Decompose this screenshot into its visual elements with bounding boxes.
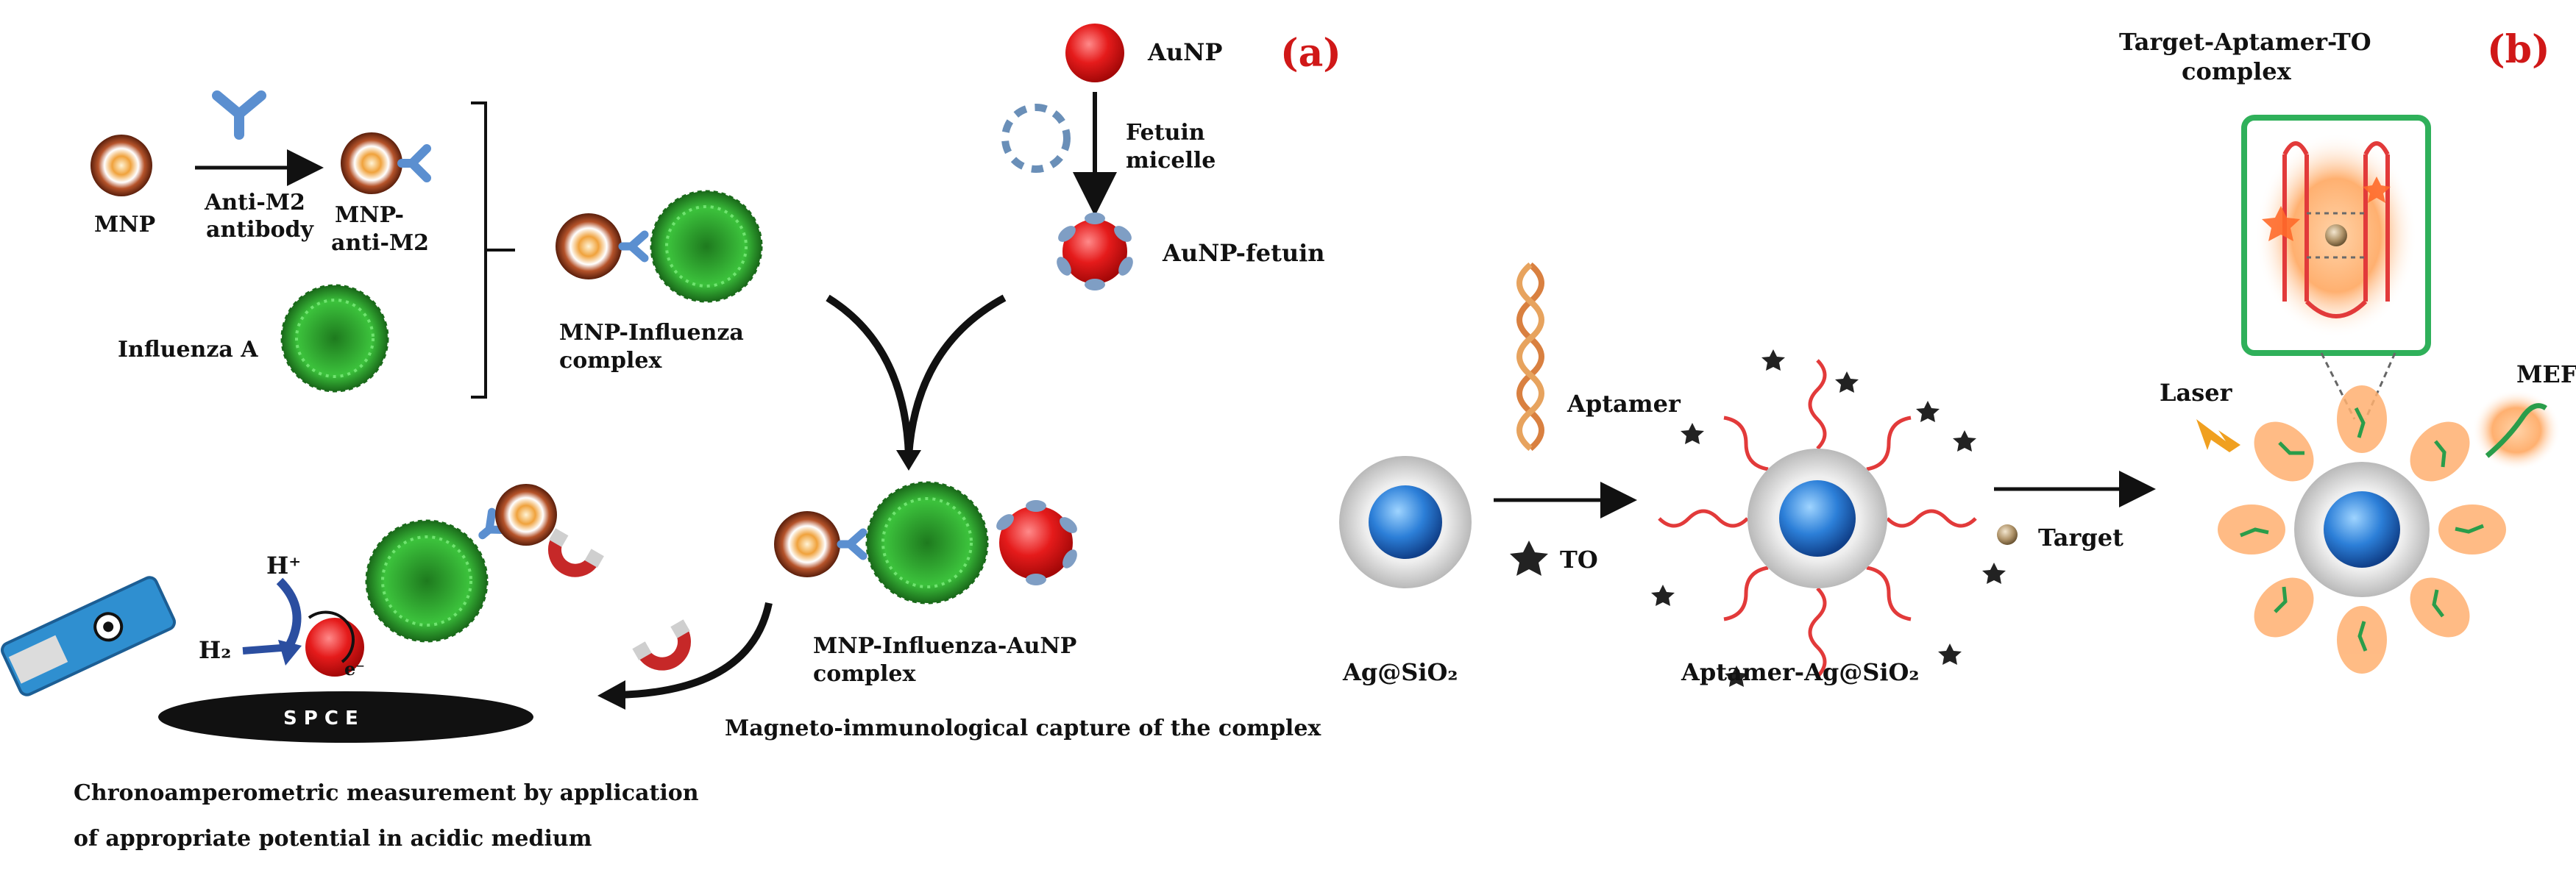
capture-arrow xyxy=(617,602,773,699)
anti-m2-label-1: Anti-M2 xyxy=(204,190,305,215)
mnp-anti-label-1: MNP- xyxy=(335,202,404,228)
ag-sio2-core-icon xyxy=(1369,485,1442,559)
triple-virus-icon xyxy=(865,481,989,605)
electrode-device-icon xyxy=(1,576,176,696)
electron-label: e⁻ xyxy=(344,658,365,680)
influenza-label: Influenza A xyxy=(118,337,258,363)
combine-arrow-right xyxy=(905,294,1007,457)
aptamer-ag-sio2-icon xyxy=(1651,349,2006,687)
aunp-label: AuNP xyxy=(1147,38,1222,66)
triple-label-1: MNP-Influenza-AuNP xyxy=(813,633,1076,659)
chrono-label-2: of appropriate potential in acidic mediu… xyxy=(74,826,592,852)
influenza-virus-icon xyxy=(280,284,389,393)
triple-aunp-icon xyxy=(996,500,1077,585)
redox-arrow xyxy=(276,577,302,649)
target-label: Target xyxy=(2038,524,2123,552)
capture-arrow-head xyxy=(597,680,625,710)
h2-label: H₂ xyxy=(199,636,231,664)
magnet-icon-electrode xyxy=(548,528,604,577)
anti-m2-label-2: antibody xyxy=(206,217,314,243)
laser-label: Laser xyxy=(2160,379,2233,407)
electrode-mnp-icon xyxy=(495,484,557,546)
mnp-label: MNP xyxy=(94,212,155,238)
electron-arc xyxy=(308,610,355,663)
mef-sphere-icon xyxy=(2218,385,2506,674)
mnp-flu-label-1: MNP-Influenza xyxy=(559,320,744,346)
mnp-flu-particle-icon xyxy=(556,213,622,279)
laser-arrow-icon xyxy=(2196,419,2240,452)
electrode-virus-icon xyxy=(365,519,489,643)
fetuin-label-1: Fetuin xyxy=(1126,120,1205,146)
mnp-particle-icon xyxy=(91,135,152,196)
panel-b: (b) Target-Aptamer-TO complex Ag@SiO₂ Ap… xyxy=(1339,27,2576,687)
mnp-anti-label-2: anti-M2 xyxy=(331,230,429,256)
combine-arrow-left xyxy=(826,294,912,457)
mef-ribbon-icon xyxy=(2485,403,2547,458)
fetuin-micelle-icon xyxy=(1001,104,1071,173)
electrode-aunp-icon xyxy=(305,618,364,677)
aunp-fetuin-icon xyxy=(1057,213,1133,290)
aunp-fetuin-label: AuNP-fetuin xyxy=(1162,239,1325,267)
panel-a-tag: (a) xyxy=(1280,31,1341,76)
panel-b-tag: (b) xyxy=(2487,27,2550,72)
h2-arrow xyxy=(242,643,291,655)
combine-arrow-head xyxy=(896,450,921,471)
to-star-legend-icon xyxy=(1510,541,1548,576)
chrono-label-1: Chronoamperometric measurement by applic… xyxy=(74,780,699,806)
mnp-flu-label-2: complex xyxy=(559,348,662,374)
mnp-flu-antibody-icon xyxy=(618,230,649,263)
mef-label: MEF xyxy=(2516,360,2576,388)
spce-label: S P C E xyxy=(283,707,358,730)
triple-antibody-icon xyxy=(837,528,867,560)
mnp-flu-virus-icon xyxy=(650,190,763,303)
aptamer-label: Aptamer xyxy=(1566,390,1681,418)
capture-label: Magneto-immunological capture of the com… xyxy=(725,716,1321,741)
aptamer-ag-sio2-label: Aptamer-Ag@SiO₂ xyxy=(1681,658,1919,686)
complex-label-2: complex xyxy=(2182,57,2292,85)
target-bead-icon xyxy=(1997,524,2018,545)
spce-electrode xyxy=(158,691,533,743)
mef-glow-icon xyxy=(2472,390,2561,471)
to-star-icon xyxy=(2262,206,2300,241)
ag-sio2-label: Ag@SiO₂ xyxy=(1342,658,1458,686)
magnet-icon-capture xyxy=(632,619,691,671)
frame-link-left xyxy=(2320,352,2356,420)
antibody-icon xyxy=(212,90,266,140)
triple-mnp-icon xyxy=(774,511,840,577)
h-plus-label: H⁺ xyxy=(266,552,301,580)
quadruplex-icon xyxy=(2255,132,2417,338)
triple-label-2: complex xyxy=(813,661,916,687)
bracket xyxy=(471,101,515,399)
mnp-anti-antibody-icon xyxy=(397,144,431,182)
fetuin-label-2: micelle xyxy=(1126,148,1216,174)
aunp-particle-icon xyxy=(1065,24,1124,82)
to-label: TO xyxy=(1560,546,1598,574)
frame-link-right xyxy=(2364,352,2396,420)
complex-label-1: Target-Aptamer-TO xyxy=(2119,28,2371,56)
aptamer-helix-icon xyxy=(1516,262,1544,452)
mnp-anti-particle-icon xyxy=(341,132,402,194)
panel-a: MNP Anti-M2 antibody MNP- anti-M2 Influe… xyxy=(1,24,1341,852)
